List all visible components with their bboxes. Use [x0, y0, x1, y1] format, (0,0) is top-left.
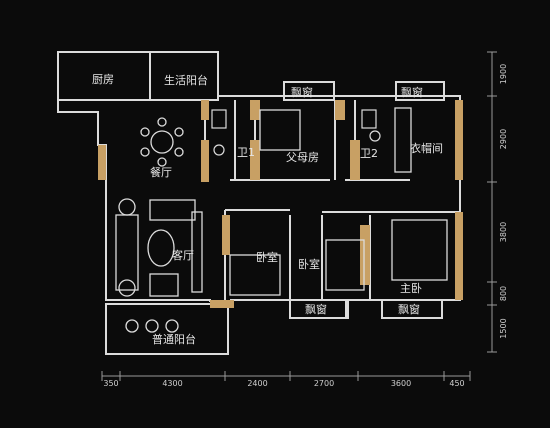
label-bath1: 卫1 — [237, 146, 255, 159]
bottom-dim-label: 2700 — [314, 379, 334, 388]
label-bedroom-a: 卧室 — [256, 250, 278, 264]
label-service-balcony: 生活阳台 — [164, 73, 208, 87]
bottom-dim-label: 4300 — [162, 379, 182, 388]
bottom-dimensions: 350 4300 2400 2700 3600 450 — [101, 371, 471, 388]
label-bay4: 飘窗 — [398, 302, 420, 316]
balcony-furniture — [125, 319, 179, 333]
bath-fixtures — [211, 109, 381, 156]
label-parents: 父母房 — [286, 151, 319, 164]
right-dim-label: 2900 — [499, 129, 508, 149]
right-dim-label: 800 — [499, 286, 508, 301]
label-bay3: 飘窗 — [305, 302, 327, 316]
label-living: 客厅 — [172, 248, 194, 262]
bottom-dim-label: 3600 — [391, 379, 411, 388]
bottom-dim-label: 350 — [103, 379, 118, 388]
dining-table — [140, 117, 184, 167]
beds — [229, 107, 448, 296]
bottom-dim-label: 2400 — [247, 379, 267, 388]
right-dimensions: 1900 2900 3800 800 1500 — [487, 51, 508, 353]
right-dim-label: 3800 — [499, 222, 508, 242]
accent-walls — [98, 100, 463, 308]
bottom-dim-label: 450 — [449, 379, 464, 388]
label-bedroom-b: 卧室 — [298, 257, 320, 271]
label-bath2: 卫2 — [360, 147, 378, 160]
living-furniture — [115, 198, 203, 297]
label-master: 主卧 — [400, 282, 422, 295]
label-kitchen: 厨房 — [92, 73, 114, 86]
right-dim-label: 1500 — [499, 318, 508, 338]
room-labels: 厨房 生活阳台 餐厅 客厅 普通阳台 卫1 父母房 卫2 衣帽间 卧室 卧室 主… — [92, 73, 443, 346]
label-closet: 衣帽间 — [410, 141, 443, 155]
label-balcony: 普通阳台 — [152, 332, 196, 346]
right-dim-label: 1900 — [499, 64, 508, 84]
label-bay2: 飘窗 — [401, 85, 423, 99]
label-bay1: 飘窗 — [291, 85, 313, 99]
label-dining: 餐厅 — [150, 165, 172, 179]
